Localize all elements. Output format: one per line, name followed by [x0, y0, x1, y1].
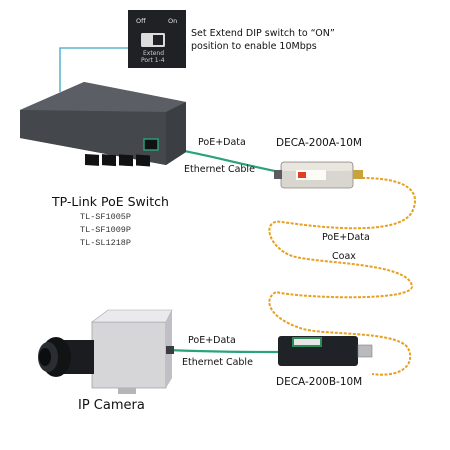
- dip-switch-photo: [128, 10, 186, 68]
- adapter-a-name: DECA-200A-10M: [276, 137, 362, 149]
- coax-top-label: PoE+Data: [322, 232, 370, 243]
- dip-off-label: Off: [136, 17, 146, 25]
- dip-caption-port: Port 1-4: [141, 57, 165, 64]
- poe-switch: [20, 82, 186, 167]
- cable-a-bottom-label: Ethernet Cable: [184, 164, 255, 175]
- switch-title: TP-Link PoE Switch: [52, 194, 169, 209]
- switch-model-list: TL-SF1005P TL-SF1009P TL-SL1218P: [80, 211, 131, 250]
- cable-a-top-label: PoE+Data: [198, 137, 246, 148]
- switch-model-item: TL-SF1009P: [80, 225, 132, 235]
- adapter-a-device: [274, 161, 363, 189]
- ip-camera: [38, 309, 174, 394]
- dip-on-label: On: [168, 17, 178, 25]
- switch-model-item: TL-SF1005P: [80, 212, 132, 222]
- dip-indicator-line: [59, 47, 136, 92]
- camera-title: IP Camera: [78, 398, 145, 413]
- cable-b-top-label: PoE+Data: [188, 335, 236, 346]
- adapter-b-name: DECA-200B-10M: [276, 376, 363, 388]
- dip-switch-note: Set Extend DIP switch to “ON” position t…: [191, 27, 335, 53]
- switch-model-item: TL-SL1218P: [80, 238, 132, 248]
- coax-cable: [268, 177, 417, 376]
- adapter-b-device: [278, 336, 373, 366]
- dip-note-line-1: Set Extend DIP switch to “ON”: [191, 28, 335, 39]
- cable-b-bottom-label: Ethernet Cable: [182, 357, 253, 368]
- ethernet-cable-camera-to-adapter-b: [167, 348, 279, 354]
- coax-bottom-label: Coax: [332, 251, 356, 262]
- dip-caption-extend: Extend: [143, 50, 164, 57]
- dip-note-line-2: position to enable 10Mbps: [191, 41, 317, 52]
